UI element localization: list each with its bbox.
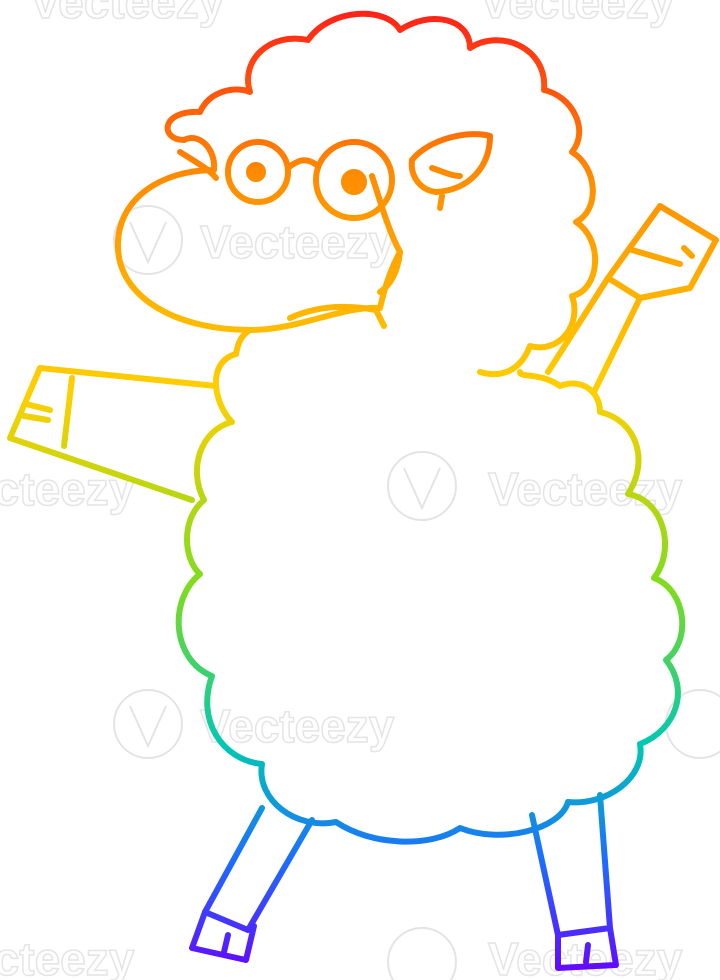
glasses-right-lens xyxy=(313,139,395,221)
ear-inner-line xyxy=(429,165,463,211)
left-hand-detail xyxy=(21,375,75,449)
sheep-legs xyxy=(189,792,619,971)
sheep-body xyxy=(175,351,686,845)
watermark-text: Vecteezy xyxy=(200,700,395,752)
left-leg xyxy=(202,805,315,933)
watermark-row-2: Vecteezy Vecteezy xyxy=(0,451,684,521)
watermark-row-1: Vecteezy xyxy=(113,205,396,275)
watermark-text: Vecteezy xyxy=(200,216,395,268)
vecteezy-v-logo-icon xyxy=(387,451,457,521)
left-eye-pupil xyxy=(246,162,266,182)
watermark-text: Vecteezy xyxy=(480,0,675,28)
vecteezy-v-logo-icon xyxy=(387,927,457,980)
vecteezy-v-logo-icon xyxy=(113,689,183,759)
vecteezy-v-logo-icon xyxy=(403,467,441,511)
watermark-bottom: Vecteezy Vecteezy xyxy=(0,927,684,980)
vecteezy-v-logo-icon xyxy=(113,205,183,275)
watermark-row-3: Vecteezy xyxy=(113,689,720,759)
glasses xyxy=(225,139,395,221)
watermark-top: Vecteezy Vecteezy xyxy=(29,0,675,29)
right-hoof xyxy=(555,925,619,971)
sheep-head-wool xyxy=(164,10,599,378)
vecteezy-v-logo-icon xyxy=(129,221,167,265)
right-arm xyxy=(545,275,643,395)
mouth xyxy=(287,303,387,329)
sheep-arms xyxy=(7,203,719,503)
glasses-bridge xyxy=(285,157,321,171)
glasses-left-lens xyxy=(225,139,291,205)
cheek-line xyxy=(377,249,403,295)
vecteezy-v-logo-icon xyxy=(129,705,167,749)
right-leg xyxy=(529,792,613,938)
left-hoof xyxy=(189,909,257,963)
watermark-text: Vecteezy xyxy=(30,0,225,28)
sheep-ear xyxy=(408,131,493,195)
face-nostril-line xyxy=(177,149,219,181)
vecteezy-v-logo-icon xyxy=(665,689,720,759)
right-hand xyxy=(605,203,719,301)
watermark-text: Vecteezy xyxy=(0,933,135,980)
right-eye-pupil xyxy=(341,169,367,195)
chin-fold xyxy=(233,327,253,357)
